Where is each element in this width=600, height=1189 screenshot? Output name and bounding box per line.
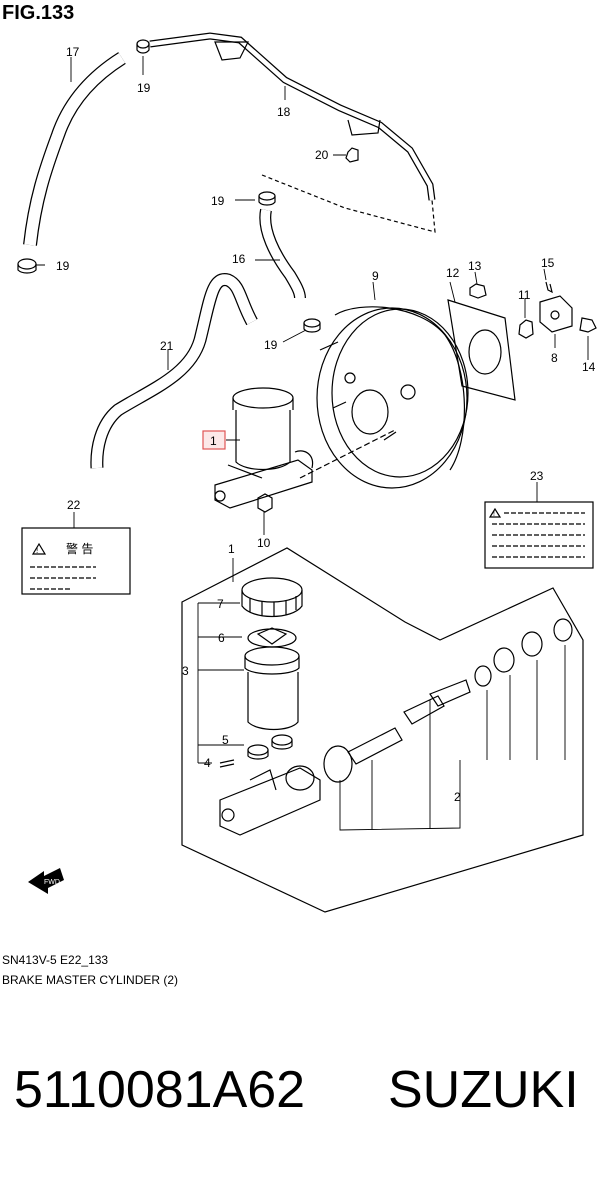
figure-caption: BRAKE MASTER CYLINDER (2) [2, 973, 179, 987]
nut-20 [345, 147, 359, 163]
callout-1-highlight: 1 [210, 434, 217, 448]
clamp-19-lower-left [17, 258, 37, 274]
brake-booster-9 [316, 306, 469, 489]
callout-1-group: 1 [228, 542, 235, 556]
callout-10: 10 [257, 536, 271, 550]
warning-label-text: 警 告 [66, 541, 93, 556]
piston-assembly-2 [323, 618, 573, 783]
highlight-box [202, 430, 226, 450]
clip-15 [545, 281, 553, 294]
exploded-parts-diagram: FWD 警 告 ! ! 17 19 18 20 19 19 16 19 9 12… [17, 32, 597, 913]
callout-12: 12 [446, 266, 460, 280]
callout-14: 14 [582, 360, 596, 374]
callout-7: 7 [217, 597, 224, 611]
callout-19-lower: 19 [264, 338, 278, 352]
warning-exclamation-icon: ! [36, 546, 38, 555]
reservoir-cap-7 [241, 577, 303, 617]
figure-code: SN413V-5 E22_133 [2, 953, 109, 967]
callout-21: 21 [160, 339, 174, 353]
figure-title: FIG.133 [2, 2, 75, 24]
callout-bracket-2 [339, 645, 566, 831]
callout-20: 20 [315, 148, 329, 162]
hose-17 [23, 52, 126, 246]
grommet-5 [247, 734, 293, 760]
fwd-symbol: FWD [44, 879, 60, 886]
pin-4 [219, 759, 235, 768]
strainer-6 [247, 627, 297, 648]
guide-line [261, 174, 436, 233]
caution-exclamation-icon: ! [493, 511, 495, 518]
callout-19-mid: 19 [211, 194, 225, 208]
callout-15: 15 [541, 256, 555, 270]
callout-2: 2 [454, 790, 461, 804]
hose-21 [90, 273, 258, 469]
gasket-12 [447, 299, 516, 401]
vacuum-pipe-18 [149, 32, 436, 201]
callout-17: 17 [66, 45, 80, 59]
callout-18: 18 [277, 105, 291, 119]
callout-bracket-1 [197, 558, 244, 764]
callout-4: 4 [204, 756, 211, 770]
callout-6: 6 [218, 631, 225, 645]
clamp-19-mid [258, 191, 276, 206]
callout-13: 13 [468, 259, 482, 273]
callout-16: 16 [232, 252, 246, 266]
nut-13 [469, 283, 487, 299]
leader-lines [36, 56, 589, 535]
callout-19-left: 19 [56, 259, 70, 273]
part-number: 5110081A62 [14, 1061, 306, 1119]
callout-8: 8 [551, 351, 558, 365]
callout-19-top: 19 [137, 81, 151, 95]
nut-11 [518, 319, 534, 339]
clevis-8 [539, 295, 573, 333]
master-cylinder-1 [214, 387, 314, 509]
brand-name: SUZUKI [388, 1061, 579, 1119]
callout-23: 23 [530, 469, 544, 483]
callout-11: 11 [518, 288, 531, 302]
cylinder-body [219, 765, 321, 836]
reservoir-3 [244, 646, 300, 731]
caution-label-23 [484, 501, 594, 569]
exploded-view-frame [181, 547, 584, 913]
nut-10 [257, 493, 273, 513]
fwd-arrow-icon: FWD [28, 868, 64, 894]
callout-9: 9 [372, 269, 379, 283]
callout-22: 22 [67, 498, 81, 512]
clamp-19-lower [303, 318, 321, 333]
hose-16 [259, 208, 306, 299]
callout-3: 3 [182, 664, 189, 678]
callout-5: 5 [222, 733, 229, 747]
clamp-19-top [136, 39, 150, 54]
warning-label-22 [21, 527, 131, 595]
pin-14 [579, 317, 597, 333]
